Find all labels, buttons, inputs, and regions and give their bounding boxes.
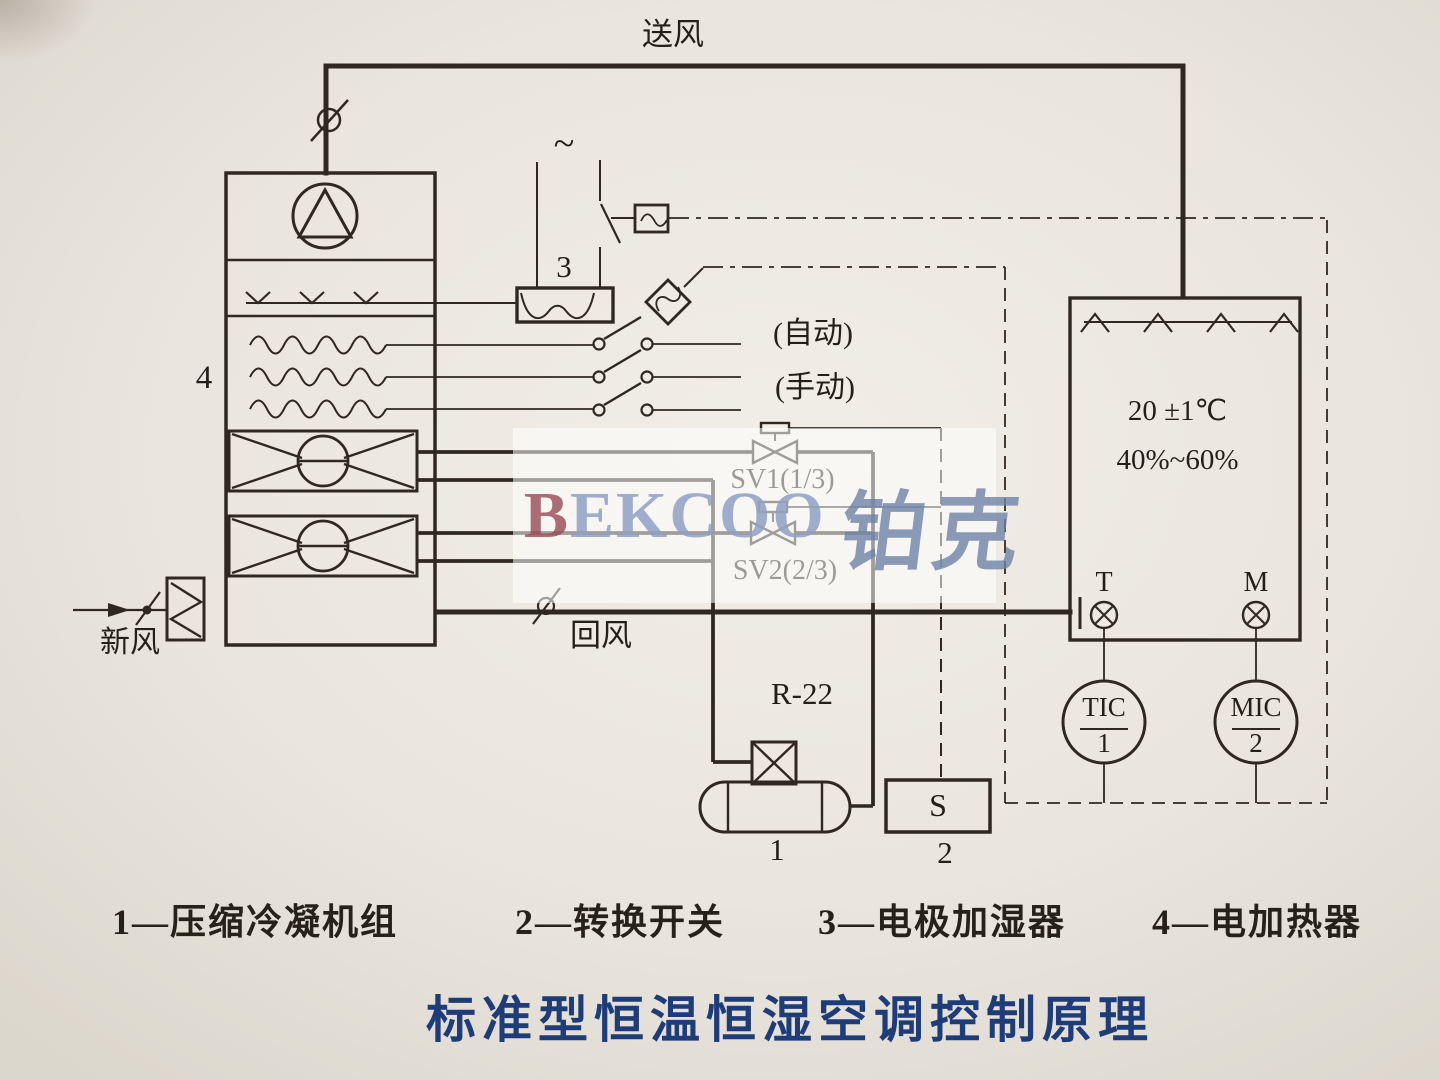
fan-icon [291, 182, 359, 250]
tic-number: 1 [1097, 728, 1111, 758]
sensor-m-label: M [1243, 567, 1269, 598]
sensor-t-label: T [1095, 567, 1113, 598]
cooling-coil-1 [227, 429, 419, 493]
heater-feed-lines [386, 344, 593, 410]
changeover-switch-box [884, 778, 992, 834]
humidifier-number-label: 3 [556, 249, 572, 284]
fresh-air-label: 新风 [100, 626, 160, 659]
relay-box-icon [633, 203, 670, 234]
diffuser-icon [1080, 312, 1110, 333]
expansion-valve-icon [750, 740, 798, 786]
room-humidity-setpoint: 40%~60% [1116, 444, 1239, 476]
switch-number-label: 2 [937, 835, 953, 870]
diagram-title: 标准型恒温恒湿空调控制原理 [426, 992, 1154, 1048]
supply-damper-icon [310, 99, 349, 142]
compressor-number-label: 1 [769, 832, 785, 867]
diffuser-icon [1143, 312, 1173, 333]
auto-mode-label: (自动) [773, 317, 853, 350]
electrode-humidifier-box [515, 286, 615, 324]
filter-icon [165, 576, 206, 642]
humidity-sensor-icon [1241, 600, 1271, 681]
legend-item-3: 3—电极加湿器 [818, 902, 1067, 942]
temperature-sensor-icon [1078, 597, 1119, 681]
refrigerant-label: R-22 [771, 676, 833, 711]
flow-arrow-icon [108, 603, 130, 617]
selector-switch-contacts [592, 315, 741, 417]
watermark-latin-text: BEKCOO [524, 479, 826, 552]
legend-item-4: 4—电加热器 [1152, 902, 1363, 942]
cooling-coil-2 [227, 514, 419, 578]
contact-arm [600, 203, 621, 244]
diffuser-icon [1269, 312, 1299, 333]
supply-duct-line [323, 63, 1186, 300]
mic-tag: MIC [1230, 692, 1282, 722]
mic-number: 2 [1249, 728, 1263, 758]
switch-box-label: S [929, 787, 947, 823]
tic-controller-icon [1061, 679, 1147, 803]
diffuser-icon [1206, 312, 1236, 333]
watermark-cjk-text: 铂克 [835, 485, 1031, 581]
conditioned-room-box [1068, 296, 1302, 642]
legend-item-1: 1—压缩冷凝机组 [112, 902, 399, 942]
return-air-label: 回风 [570, 618, 632, 653]
control-signal-lines [669, 217, 1328, 804]
manual-mode-label: (手动) [775, 371, 855, 404]
legend-item-2: 2—转换开关 [515, 902, 726, 942]
humidity-controller-icon [644, 267, 704, 326]
supply-air-label: 送风 [642, 17, 704, 52]
spray-section [245, 291, 435, 305]
fresh-air-damper-icon [135, 591, 161, 626]
tic-tag: TIC [1082, 692, 1126, 722]
mic-controller-icon [1213, 679, 1299, 803]
ac-power-tilde: ~ [553, 123, 575, 165]
electric-heater-coils [249, 335, 387, 419]
room-temperature-setpoint: 20 ±1℃ [1127, 395, 1228, 427]
watermark-background [513, 428, 996, 603]
heater-number-label: 4 [195, 360, 213, 396]
fresh-air-inlet [73, 576, 206, 642]
compressor-condenser-unit [698, 780, 852, 834]
humidifier-circuit [435, 160, 670, 324]
